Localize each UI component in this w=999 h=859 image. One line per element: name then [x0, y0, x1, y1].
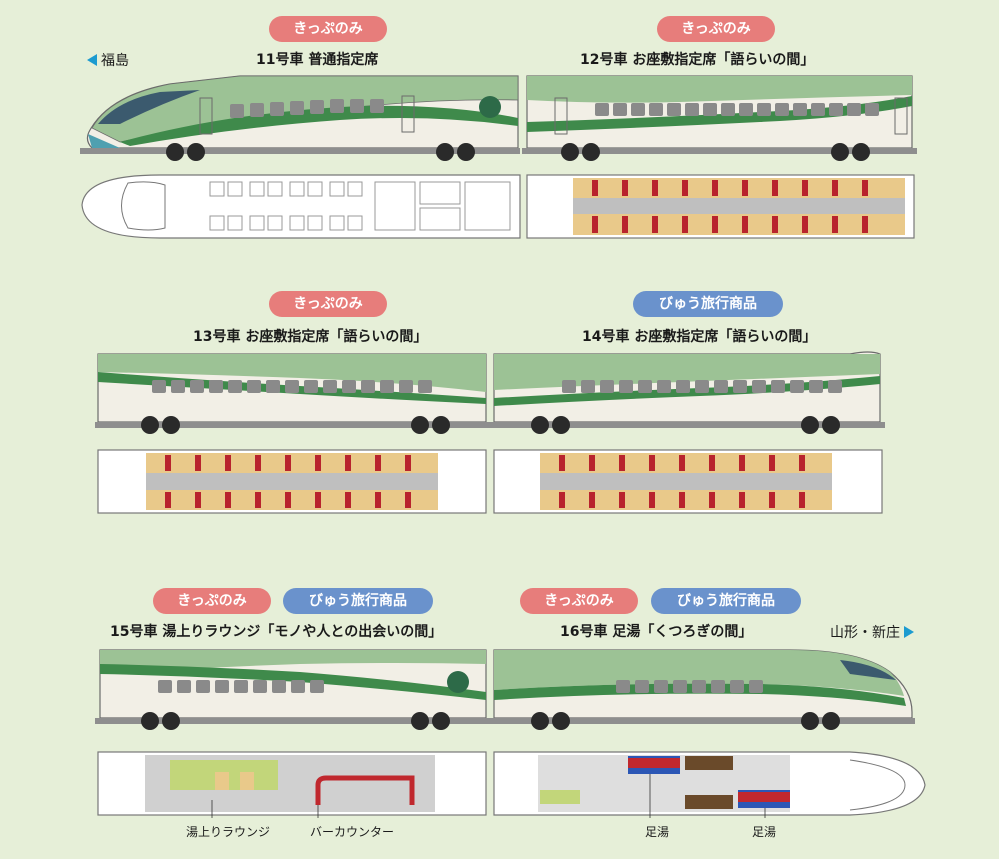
- badge-view-car14: びゅう旅行商品: [633, 291, 783, 317]
- direction-right: 山形・新庄: [830, 622, 914, 642]
- car16-title: 16号車 足湯「くつろぎの間」: [560, 624, 753, 640]
- direction-left: 福島: [87, 50, 129, 70]
- car16-side-view: [490, 649, 915, 730]
- car15-title: 15号車 湯上りラウンジ「モノや人との出会いの間」: [110, 624, 443, 640]
- car14-side-view: [490, 351, 885, 434]
- car13-title: 13号車 お座敷指定席「語らいの間」: [193, 329, 428, 345]
- badge-kippu-car15: きっぷのみ: [153, 588, 271, 614]
- car12-title: 12号車 お座敷指定席「語らいの間」: [580, 52, 815, 68]
- car14-title: 14号車 お座敷指定席「語らいの間」: [582, 329, 817, 345]
- car11-side-view: [80, 75, 520, 161]
- car14-floor-plan: [493, 449, 883, 514]
- car16-floor-plan: [493, 751, 926, 818]
- car12-floor-plan: [526, 174, 915, 239]
- direction-left-label: 福島: [101, 53, 129, 69]
- car11-title: 11号車 普通指定席: [256, 52, 379, 68]
- car15-side-view: [95, 649, 490, 730]
- direction-right-label: 山形・新庄: [830, 625, 900, 641]
- badge-kippu-car13: きっぷのみ: [269, 291, 387, 317]
- car15-floor-plan: [97, 751, 487, 818]
- annotation-bar-counter: バーカウンター: [310, 825, 395, 839]
- annotation-footbath-1: 足湯: [645, 825, 670, 839]
- badge-view-car15: びゅう旅行商品: [283, 588, 433, 614]
- annotation-footbath-2: 足湯: [752, 825, 777, 839]
- badge-view-car16: びゅう旅行商品: [651, 588, 801, 614]
- annotation-lounge: 湯上りラウンジ: [186, 825, 271, 839]
- car11-floor-plan: [81, 174, 521, 239]
- car11-windows: [230, 99, 384, 118]
- arrow-left-icon: [87, 54, 97, 66]
- car12-windows: [595, 103, 879, 116]
- badge-kippu-car11: きっぷのみ: [269, 16, 387, 42]
- badge-kippu-car16: きっぷのみ: [520, 588, 638, 614]
- car13-floor-plan: [97, 449, 487, 514]
- car13-side-view: [95, 353, 490, 434]
- car12-side-view: [522, 75, 917, 161]
- arrow-right-icon: [904, 626, 914, 638]
- badge-kippu-car12: きっぷのみ: [657, 16, 775, 42]
